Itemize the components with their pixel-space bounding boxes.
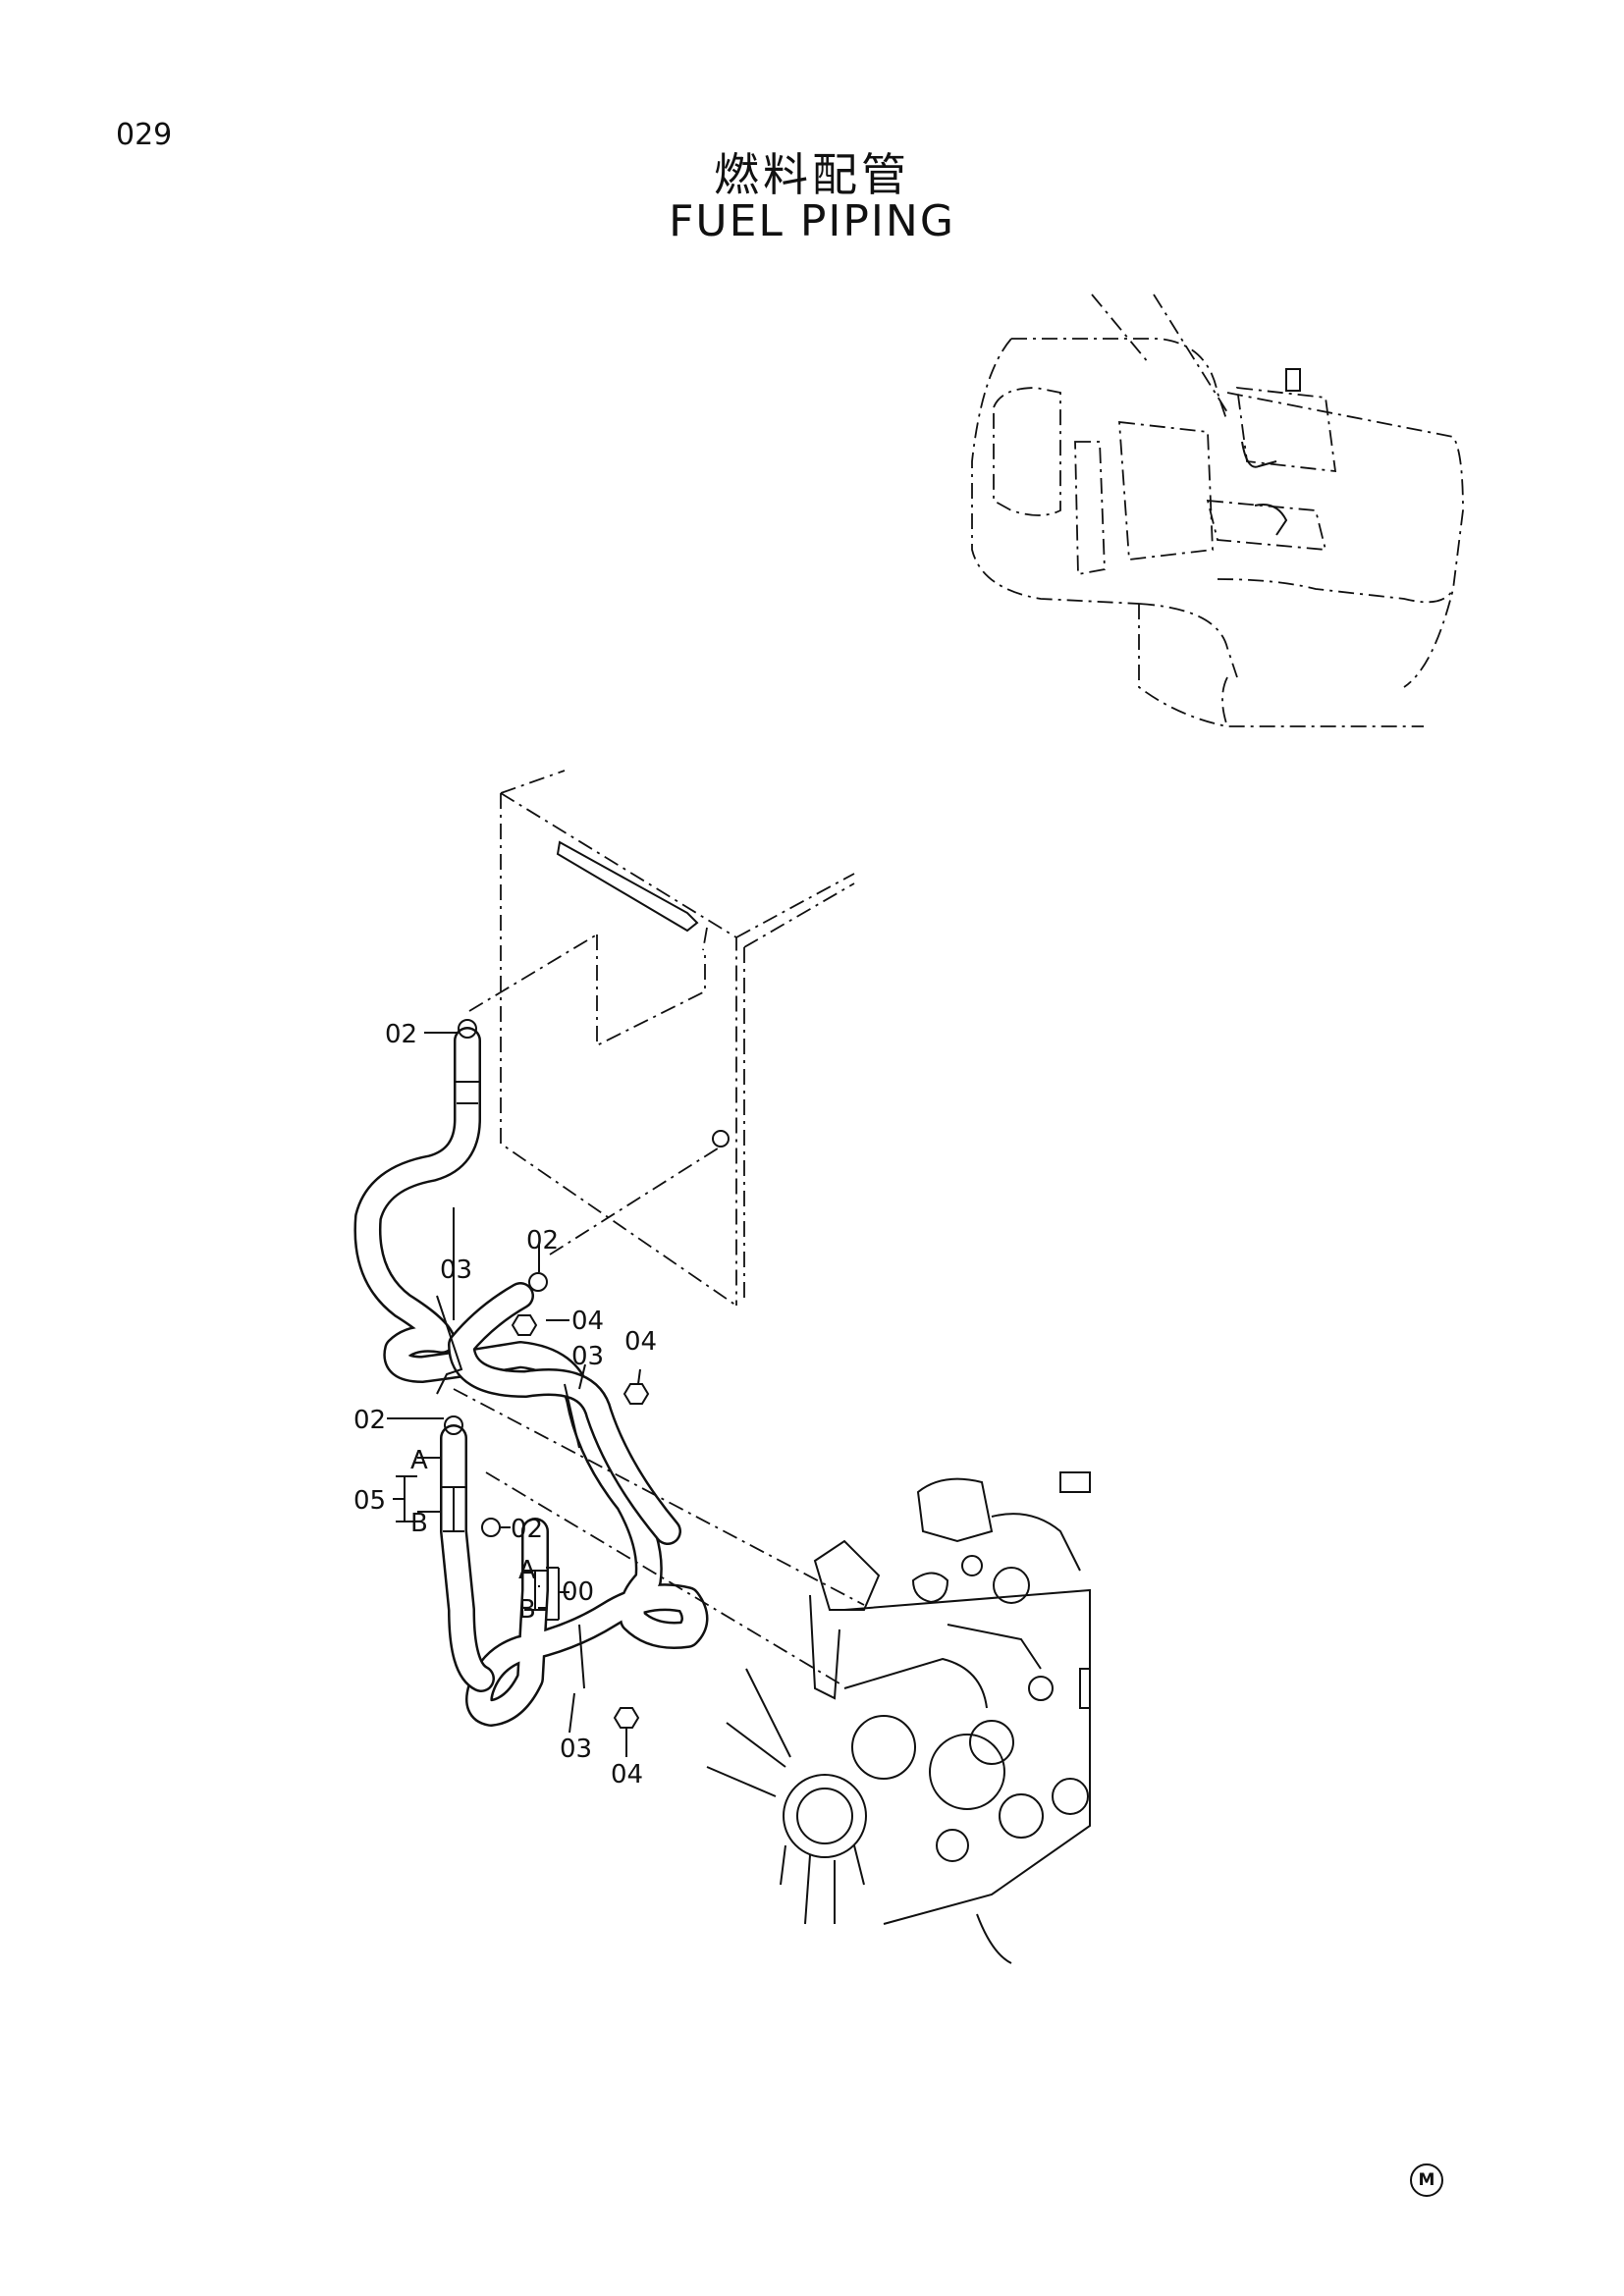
callout-00: 00: [562, 1577, 594, 1607]
title-japanese: 燃料配管: [714, 148, 910, 201]
callout-03-bottom: 03: [560, 1735, 592, 1764]
fuel-tank-outline: [468, 770, 855, 1307]
excavator-overview-illustration: [971, 294, 1464, 727]
callout-leader-lines: [387, 1032, 641, 1757]
callout-04-right: 04: [624, 1327, 657, 1357]
callout-03-middle: 03: [571, 1342, 604, 1371]
callout-05-a: A: [410, 1446, 428, 1475]
fuel-hose-assembly: [353, 1027, 709, 1727]
callout-00-a: A: [518, 1556, 536, 1585]
callout-02-left: 02: [353, 1406, 386, 1435]
part-callouts: 02 02 03 04 03 04 02 05 A B 02 A B 00 03…: [353, 1020, 657, 1789]
title-english: FUEL PIPING: [669, 196, 955, 246]
page-number: 029: [116, 118, 173, 152]
callout-05: 05: [353, 1486, 386, 1516]
hose-clamps-and-bolts: [436, 1019, 650, 1729]
callout-05-b: B: [410, 1509, 428, 1538]
callout-04-bottom: 04: [611, 1760, 643, 1789]
callout-00-b: B: [518, 1595, 536, 1625]
engine-illustration: [453, 1388, 1091, 1964]
callout-02-tank: 02: [526, 1226, 559, 1255]
callout-02-lower: 02: [511, 1515, 543, 1544]
callout-03-left: 03: [440, 1255, 472, 1285]
callout-04-upper: 04: [571, 1307, 604, 1336]
callout-02-top: 02: [385, 1020, 417, 1049]
manufacturer-mark: M: [1410, 2163, 1443, 2197]
